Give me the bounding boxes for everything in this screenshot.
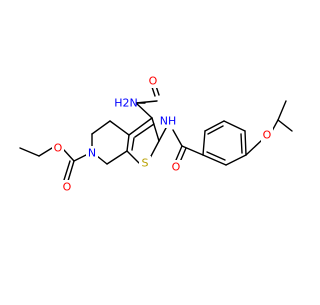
ring-nitrogen-atom: N: [86, 146, 98, 160]
bond: [204, 120, 225, 132]
bond: [240, 133, 243, 154]
bond: [126, 150, 140, 164]
bond: [19, 147, 40, 157]
bond: [91, 120, 111, 135]
bond: [126, 134, 130, 152]
benzamide-oxygen-label: O: [172, 161, 181, 174]
bond: [38, 147, 53, 157]
thiophene-sulfur-label: S: [142, 157, 149, 170]
bond: [172, 129, 183, 147]
bond: [109, 120, 130, 136]
bond: [202, 130, 206, 156]
bond: [175, 145, 183, 161]
amide-oxygen-atom: O: [147, 74, 159, 88]
bond: [277, 100, 287, 121]
atom-labels: H2N O NH N S O O O: [52, 74, 273, 194]
bond: [225, 154, 247, 166]
bond: [151, 117, 160, 142]
ring-nitrogen-label: N: [88, 147, 96, 160]
thiophene-sulfur-atom: S: [139, 156, 151, 170]
bond: [245, 139, 263, 156]
bond: [134, 123, 155, 138]
bond: [151, 86, 156, 97]
bond: [63, 160, 71, 181]
bond: [135, 102, 153, 119]
bond: [106, 150, 128, 165]
amide-nh-atom: NH: [158, 114, 178, 128]
ester-oxygen-double-label: O: [63, 181, 72, 194]
bonds: [19, 85, 293, 182]
ester-oxygen-single-label: O: [54, 142, 63, 155]
amide-nh-label: NH: [160, 115, 177, 128]
ester-oxygen-double-atom: O: [61, 180, 73, 194]
amide-nh2-atom: H2N: [114, 96, 138, 110]
ester-oxygen-single-atom: O: [52, 141, 64, 155]
ether-oxygen-label: O: [263, 129, 272, 142]
amide-nh2-label: H2N: [114, 97, 138, 110]
amide-oxygen-label: O: [149, 75, 158, 88]
bond: [158, 127, 167, 142]
bond: [223, 120, 246, 132]
bond: [179, 147, 187, 163]
bond: [206, 151, 226, 161]
bond: [67, 160, 75, 182]
bond: [181, 145, 204, 156]
bond: [202, 154, 227, 166]
bond: [207, 125, 224, 135]
bond: [131, 137, 135, 151]
bond: [149, 140, 160, 159]
bond: [277, 119, 293, 132]
bond: [128, 117, 153, 136]
molecule-structure: H2N O NH N S O O O: [19, 74, 293, 194]
ether-oxygen-atom: O: [261, 128, 273, 142]
molecule-drawing: H2N O NH N S O O O: [19, 74, 293, 194]
bond: [244, 130, 247, 156]
bond: [63, 149, 75, 162]
benzamide-oxygen-atom: O: [170, 160, 182, 174]
